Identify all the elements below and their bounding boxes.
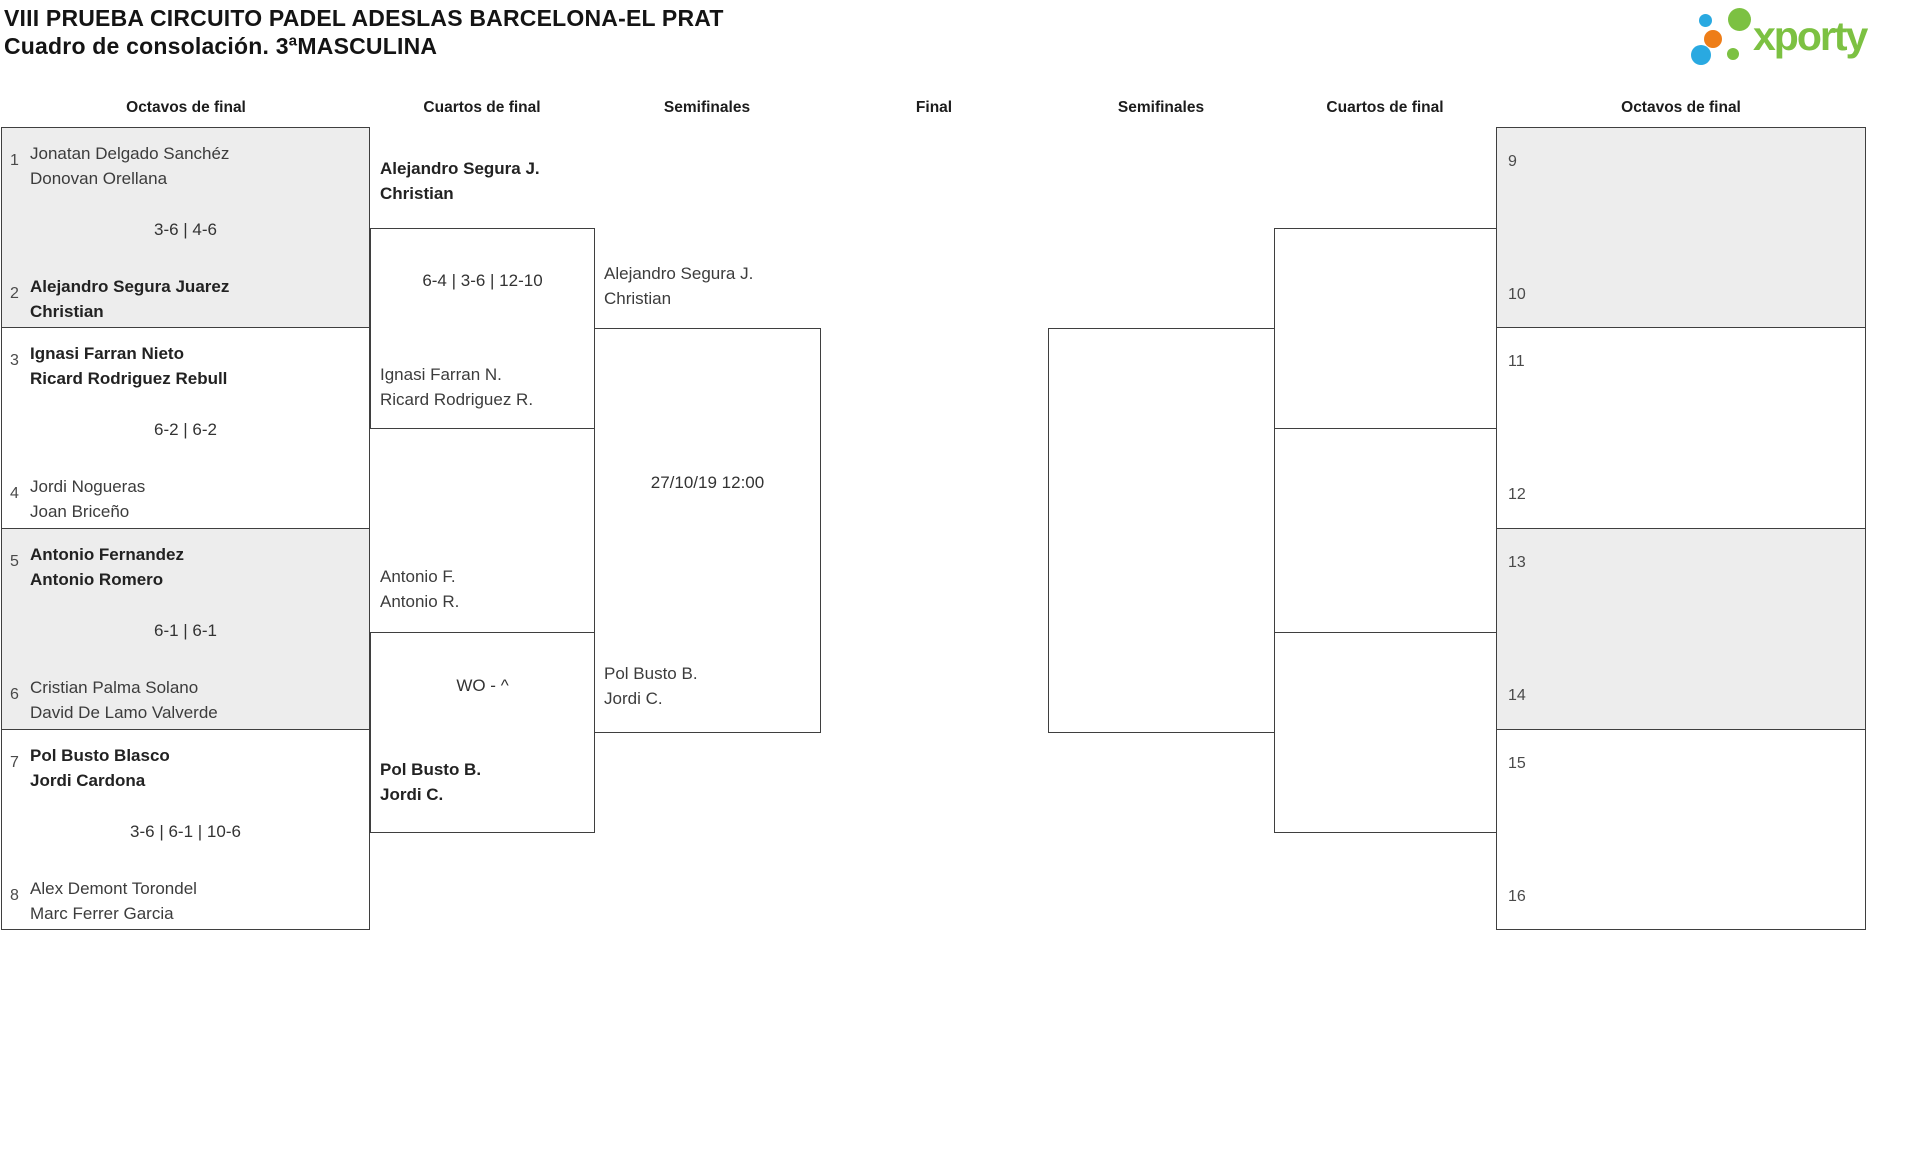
seed-number: 5 — [10, 553, 19, 570]
page-title: VIII PRUEBA CIRCUITO PADEL ADESLAS BARCE… — [4, 5, 724, 31]
team-player-line: Joan Briceño — [30, 502, 130, 521]
xporty-logo[interactable]: xporty — [1685, 5, 1915, 67]
logo-dot-icon — [1728, 8, 1751, 31]
team-player-line: Christian — [380, 184, 454, 203]
seed-number: 2 — [10, 285, 19, 302]
match-score-walkover: WO - ^ — [456, 676, 509, 695]
team-player-line: Alejandro Segura J. — [380, 159, 540, 178]
seed-number: 4 — [10, 485, 19, 502]
team-player-line: Jordi Nogueras — [30, 477, 146, 496]
team-player-line: Christian — [30, 302, 104, 321]
team-pair: Ignasi Farran N. Ricard Rodriguez R. — [380, 362, 533, 412]
page-subtitle: Cuadro de consolación. 3ªMASCULINA — [4, 33, 438, 59]
team-pair-winner: Ignasi Farran Nieto Ricard Rodriguez Reb… — [30, 341, 227, 391]
match-box-r16-left-3 — [1, 528, 370, 730]
team-pair: Jonatan Delgado Sanchéz Donovan Orellana — [30, 141, 229, 191]
team-player-line: Ricard Rodriguez Rebull — [30, 369, 228, 388]
team-player-line: David De Lamo Valverde — [30, 703, 218, 722]
team-player-line: Ignasi Farran Nieto — [30, 344, 184, 363]
match-box-r16-left-4 — [1, 729, 370, 930]
team-pair: Jordi Nogueras Joan Briceño — [30, 474, 145, 524]
seed-number: 16 — [1508, 888, 1526, 905]
match-box-sf-right — [1048, 328, 1275, 733]
team-player-line: Christian — [604, 289, 672, 308]
team-pair: Antonio F. Antonio R. — [380, 564, 459, 614]
team-pair: Alejandro Segura J. Christian — [604, 261, 753, 311]
match-box-r16-right-3 — [1496, 528, 1866, 730]
round-header-semis-left: Semifinales — [663, 99, 751, 116]
team-player-line: Alejandro Segura J. — [604, 264, 754, 283]
match-schedule: 27/10/19 12:00 — [650, 473, 765, 492]
logo-dot-icon — [1699, 14, 1712, 27]
round-header-final: Final — [915, 99, 953, 116]
logo-dot-icon — [1691, 45, 1711, 65]
team-pair-winner: Alejandro Segura J. Christian — [380, 156, 540, 206]
team-pair: Pol Busto B. Jordi C. — [604, 661, 698, 711]
match-score: 6-4 | 3-6 | 12-10 — [422, 271, 543, 290]
team-player-line: Ignasi Farran N. — [380, 365, 502, 384]
seed-number: 12 — [1508, 486, 1526, 503]
team-player-line: Ricard Rodriguez R. — [380, 390, 534, 409]
team-player-line: Jordi C. — [604, 689, 663, 708]
team-player-line: Jordi Cardona — [30, 771, 146, 790]
seed-number: 11 — [1508, 353, 1525, 370]
seed-number: 15 — [1508, 755, 1526, 772]
match-box-qf-right-2 — [1274, 632, 1497, 833]
seed-number: 1 — [10, 152, 19, 169]
team-player-line: Jordi C. — [380, 785, 444, 804]
team-player-line: Antonio F. — [380, 567, 456, 586]
team-player-line: Jonatan Delgado Sanchéz — [30, 144, 230, 163]
team-pair-winner: Pol Busto Blasco Jordi Cardona — [30, 743, 170, 793]
team-player-line: Marc Ferrer Garcia — [30, 904, 174, 923]
team-player-line: Alejandro Segura Juarez — [30, 277, 230, 296]
team-player-line: Antonio R. — [380, 592, 460, 611]
round-header-octavos-right: Octavos de final — [1621, 99, 1741, 116]
logo-dot-icon — [1727, 48, 1739, 60]
round-header-semis-right: Semifinales — [1117, 99, 1205, 116]
seed-number: 7 — [10, 754, 19, 771]
match-box-r16-right-2 — [1496, 327, 1866, 529]
seed-number: 3 — [10, 352, 19, 369]
team-player-line: Pol Busto B. — [604, 664, 698, 683]
round-header-cuartos-left: Cuartos de final — [423, 99, 541, 116]
match-box-qf-right-1 — [1274, 228, 1497, 429]
seed-number: 9 — [1508, 153, 1517, 170]
team-pair-winner: Antonio Fernandez Antonio Romero — [30, 542, 184, 592]
match-box-sf-left — [594, 328, 821, 733]
team-player-line: Pol Busto Blasco — [30, 746, 170, 765]
round-header-octavos-left: Octavos de final — [126, 99, 246, 116]
match-box-r16-right-1 — [1496, 127, 1866, 328]
match-score: 3-6 | 4-6 — [153, 220, 217, 239]
match-score: 3-6 | 6-1 | 10-6 — [130, 822, 241, 841]
team-player-line: Cristian Palma Solano — [30, 678, 199, 697]
team-pair-winner: Pol Busto B. Jordi C. — [380, 757, 481, 807]
team-player-line: Pol Busto B. — [380, 760, 482, 779]
team-pair: Cristian Palma Solano David De Lamo Valv… — [30, 675, 218, 725]
seed-number: 8 — [10, 887, 19, 904]
round-header-cuartos-right: Cuartos de final — [1326, 99, 1444, 116]
match-score: 6-1 | 6-1 — [153, 621, 217, 640]
team-player-line: Alex Demont Torondel — [30, 879, 197, 898]
seed-number: 14 — [1508, 687, 1526, 704]
logo-wordmark: xporty — [1753, 13, 1868, 59]
team-pair-winner: Alejandro Segura Juarez Christian — [30, 274, 229, 324]
match-box-r16-left-1 — [1, 127, 370, 328]
match-box-r16-right-4 — [1496, 729, 1866, 930]
seed-number: 10 — [1508, 286, 1526, 303]
team-player-line: Antonio Fernandez — [30, 545, 184, 564]
team-pair: Alex Demont Torondel Marc Ferrer Garcia — [30, 876, 197, 926]
team-player-line: Antonio Romero — [30, 570, 164, 589]
seed-number: 6 — [10, 686, 19, 703]
logo-dot-icon — [1704, 30, 1722, 48]
match-score: 6-2 | 6-2 — [153, 420, 217, 439]
team-player-line: Donovan Orellana — [30, 169, 168, 188]
seed-number: 13 — [1508, 554, 1526, 571]
